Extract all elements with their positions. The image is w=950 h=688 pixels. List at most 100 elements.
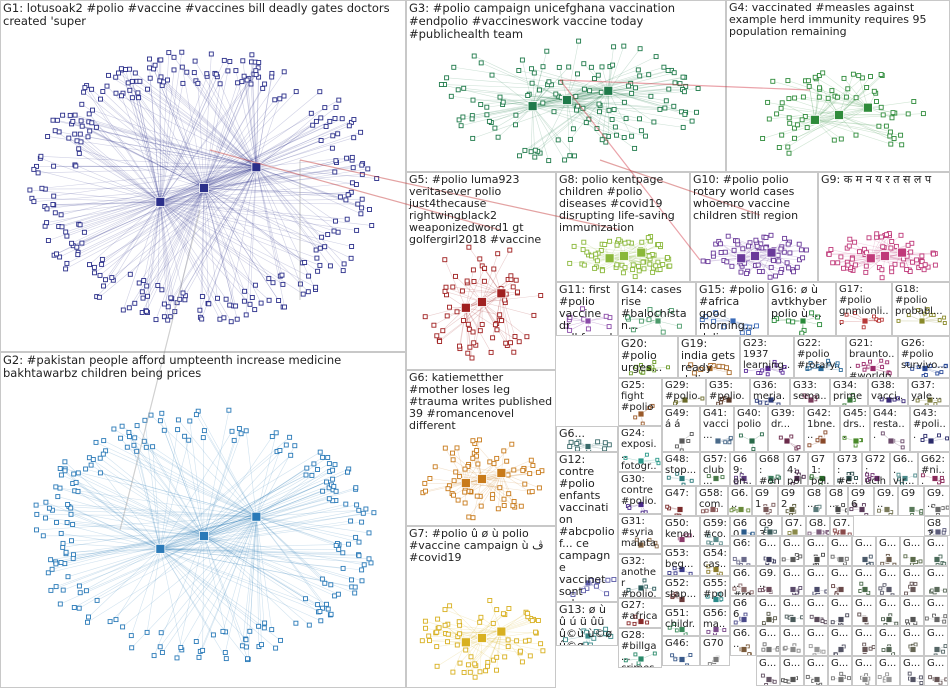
group-label: G9 <box>901 488 921 499</box>
group-label: G... <box>927 568 945 579</box>
group-label: G... <box>927 598 945 609</box>
group-label: G... <box>831 568 849 579</box>
group-panel-g56: G56: ma... mo... <box>700 606 730 636</box>
group-panel-g59: G59: #co... <box>700 516 730 546</box>
group-panel-g37: G37: yale... <box>908 378 950 406</box>
group-label: G15: #polio #africa good morning... deli… <box>699 284 765 336</box>
group-label: G40: polio <box>737 408 765 430</box>
group-label: G... <box>903 598 921 609</box>
group-panel-g19: G19: india gets ready deliver... <box>678 336 740 378</box>
group-panel-g76: G6... vir... <box>890 452 918 486</box>
group-panel-g29: G29: #polio... <box>662 378 706 406</box>
group-panel-g50: G50: kenol... <box>662 516 700 546</box>
group-label: G43: #poli... <box>913 408 947 441</box>
group-label: G7: #polio û ø ù polio #vaccine campaign… <box>409 528 553 564</box>
group-label: G... <box>927 628 945 639</box>
group-panel-g60: G60 <box>730 516 756 536</box>
group-label: G6... <box>733 628 753 650</box>
group-label: G93 <box>759 518 779 536</box>
group-label: G9: क म न य र त स ल प <box>821 174 947 186</box>
group-label: G34: prime... <box>833 380 865 406</box>
group-label: G3: #polio campaign unicefghana vaccinat… <box>409 2 723 41</box>
group-label: G9... <box>759 568 777 590</box>
group-label: G... <box>807 598 825 609</box>
group-label: G68: #on... <box>759 454 781 486</box>
group-label: G35: #polio... <box>709 380 747 406</box>
group-label: G46: <box>665 638 697 649</box>
group-label: G54: cas... cam... <box>703 548 727 576</box>
group-label: G22: #polio #rotary... <box>797 338 843 378</box>
group-label: G6... <box>559 428 615 440</box>
group-label: G57: club... <box>703 454 727 486</box>
group-panel-g34: G34: prime... <box>830 378 868 406</box>
group-label: G23: 1937 learning... <box>743 338 791 378</box>
group-label: G4: vaccinated #measles against example … <box>729 2 947 38</box>
group-label: G... <box>855 628 873 639</box>
group-panel-g72: G72: uclh <box>862 452 890 486</box>
group-panel-g23: G23: 1937 learning... <box>740 336 794 378</box>
group-label: G13: ø ù û ú ü ûü û©ù ù©ø û©ø #polio <box>559 604 615 646</box>
group-label: G... <box>807 628 825 639</box>
group-label: G17: #polio gnmionli... <box>839 284 889 328</box>
group-label: G... <box>831 538 849 549</box>
group-label: G... <box>831 628 849 639</box>
group-panel-g12: G12: contre #polio enfants vaccination #… <box>556 452 618 602</box>
group-label: G9... <box>877 488 895 510</box>
group-label: G... <box>879 628 897 639</box>
group-label: G50: kenol... <box>665 518 697 546</box>
group-label: G36: merja... <box>753 380 787 406</box>
group-label: G91 <box>755 488 775 510</box>
group-label: G... <box>807 658 825 669</box>
group-panel-g21: G21: braunto... #worldp... <box>846 336 898 378</box>
group-label: G70 <box>703 638 727 649</box>
group-label: G... <box>903 658 921 669</box>
group-label: G1: lotusoak2 #polio #vaccine #vaccines … <box>3 2 403 28</box>
group-panel-g58: G58: com... <box>696 486 728 516</box>
group-panel-g22: G22: #polio #rotary... <box>794 336 846 378</box>
group-label: G20: #polio urges... <box>621 338 675 374</box>
group-panel-g73: G73: #e... <box>834 452 862 486</box>
group-label: G25: fight #polio <box>621 380 659 413</box>
group-label: G58: com... <box>699 488 725 516</box>
group-label: G62: #ni... <box>921 454 947 486</box>
group-label: G... <box>855 538 873 549</box>
group-label: G... <box>903 538 921 549</box>
group-panel-g36: G36: merja... <box>750 378 790 406</box>
group-label: G51: childr... <box>665 608 697 636</box>
group-label: G6... <box>731 488 749 510</box>
group-label: G27: #africa <box>621 600 659 622</box>
group-label: G59: #co... <box>703 518 727 546</box>
group-label: G49: á á <box>665 408 697 430</box>
group-label: G... <box>927 538 945 549</box>
group-panel-g81: G8... <box>806 516 830 536</box>
group-label: G... <box>759 658 777 669</box>
group-label: G... <box>879 568 897 579</box>
group-label: G69: on... <box>733 454 753 486</box>
group-label: G28: #billga... crimes... <box>621 630 659 668</box>
group-panel-g69: G69: on... <box>730 452 756 486</box>
group-label: G... <box>759 628 777 639</box>
group-label: G8: polio kentpage children #polio disea… <box>559 174 687 234</box>
group-label: G2: #pakistan people afford umpteenth in… <box>3 354 403 380</box>
group-label: G... <box>927 658 945 669</box>
group-label: G92 <box>781 488 801 510</box>
group-label: G... <box>783 658 801 669</box>
group-label: G38: vacci... <box>871 380 905 406</box>
group-label: G45: drs... <box>843 408 867 441</box>
group-label: G8... <box>829 488 845 510</box>
group-label: G... <box>783 628 801 639</box>
group-label: G8... <box>809 518 827 536</box>
group-label: G29: #polio... <box>665 380 703 406</box>
group-label: G14: cases rise #balochistan... <box>621 284 693 332</box>
group-label: G42: 1bne... <box>807 408 837 441</box>
group-label: G... <box>831 658 849 669</box>
group-panel-g65: G6... #ro... <box>730 566 756 596</box>
group-label: G16: ø ù avtkhyber polio ù ... <box>771 284 833 320</box>
group-label: G60 <box>733 518 753 536</box>
group-label: G5: #polio luma923 veritasever polio jus… <box>409 174 553 246</box>
group-label: G66 <box>733 598 753 620</box>
group-label: G... <box>783 568 801 579</box>
group-panel-g55: G55: #pol... <box>700 576 730 606</box>
group-label: G31: #syria mainta... <box>621 516 659 554</box>
